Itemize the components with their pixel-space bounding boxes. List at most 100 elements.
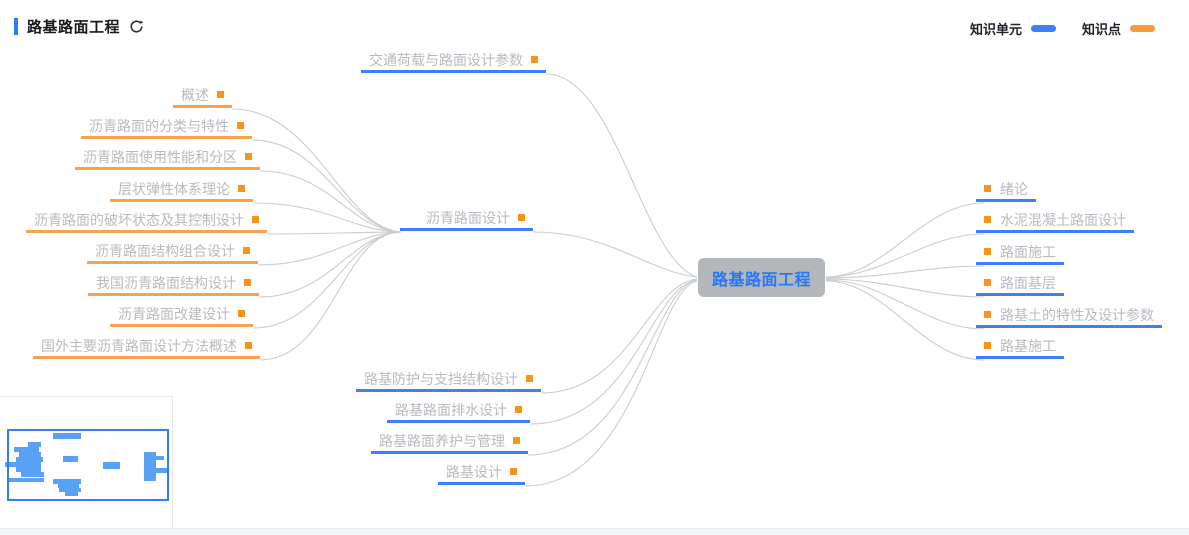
expand-marker-icon[interactable] — [510, 468, 517, 475]
legend-unit-swatch — [1030, 25, 1056, 32]
minimap-bar — [19, 452, 41, 457]
point-node[interactable]: 沥青路面的破坏状态及其控制设计 — [26, 209, 267, 233]
point-node[interactable]: 沥青路面的分类与特性 — [81, 115, 252, 139]
node-label: 交通荷载与路面设计参数 — [369, 51, 523, 68]
expand-marker-icon[interactable] — [984, 279, 991, 286]
minimap-bar — [53, 479, 81, 484]
refresh-icon — [130, 20, 144, 33]
unit-node[interactable]: 路基施工 — [976, 335, 1064, 359]
expand-marker-icon[interactable] — [526, 375, 533, 382]
minimap-bar — [63, 456, 78, 462]
minimap-bar — [144, 460, 156, 464]
minimap-bar — [28, 442, 41, 447]
minimap-bar — [16, 457, 43, 462]
minimap-bar — [5, 462, 41, 467]
unit-node[interactable]: 路面施工 — [976, 241, 1064, 265]
expand-marker-icon[interactable] — [531, 56, 538, 63]
expand-marker-icon[interactable] — [245, 342, 252, 349]
legend-point-swatch — [1130, 25, 1155, 32]
page-title: 路基路面工程 — [27, 19, 121, 36]
refresh-button[interactable] — [129, 19, 144, 34]
node-label: 沥青路面结构组合设计 — [95, 242, 235, 259]
minimap-bar — [65, 492, 78, 496]
node-label: 绪论 — [1000, 180, 1028, 197]
minimap-bar — [144, 456, 164, 460]
point-node[interactable]: 沥青路面改建设计 — [110, 303, 253, 327]
point-node[interactable]: 沥青路面使用性能和分区 — [75, 146, 260, 170]
node-label: 沥青路面设计 — [426, 209, 510, 226]
header-accent-bar — [14, 18, 18, 35]
minimap-bar — [14, 447, 39, 452]
minimap-bar — [16, 467, 41, 472]
node-label: 路基路面排水设计 — [395, 401, 507, 418]
expand-marker-icon[interactable] — [238, 310, 245, 317]
unit-node-traffic[interactable]: 交通荷载与路面设计参数 — [361, 49, 546, 73]
expand-marker-icon[interactable] — [515, 406, 522, 413]
node-label: 层状弹性体系理论 — [118, 180, 230, 197]
minimap-bar — [144, 473, 156, 477]
point-node[interactable]: 国外主要沥青路面设计方法概述 — [33, 335, 260, 359]
node-label: 国外主要沥青路面设计方法概述 — [41, 337, 237, 354]
unit-node[interactable]: 路基设计 — [438, 461, 525, 485]
expand-marker-icon[interactable] — [984, 216, 991, 223]
minimap-bar — [144, 452, 156, 456]
minimap-bar — [144, 477, 156, 481]
minimap-bar — [144, 464, 156, 468]
unit-node[interactable]: 路基路面排水设计 — [387, 399, 530, 423]
expand-marker-icon[interactable] — [984, 342, 991, 349]
expand-marker-icon[interactable] — [244, 279, 251, 286]
node-label: 路面基层 — [1000, 274, 1056, 291]
node-label: 水泥混凝土路面设计 — [1000, 211, 1126, 228]
expand-marker-icon[interactable] — [237, 122, 244, 129]
page-header: 路基路面工程 — [14, 16, 144, 37]
node-label: 我国沥青路面结构设计 — [96, 274, 236, 291]
minimap-bar — [21, 472, 44, 477]
legend-point-label: 知识点 — [1081, 22, 1121, 37]
unit-node[interactable]: 路面基层 — [976, 272, 1064, 296]
node-label: 沥青路面使用性能和分区 — [83, 148, 237, 165]
expand-marker-icon[interactable] — [513, 437, 520, 444]
unit-node[interactable]: 绪论 — [976, 178, 1036, 202]
minimap-viewport[interactable] — [7, 429, 169, 501]
point-node[interactable]: 概述 — [173, 84, 232, 108]
node-label: 路基土的特性及设计参数 — [1000, 306, 1154, 323]
legend-unit-label: 知识单元 — [969, 22, 1022, 37]
node-label: 路基设计 — [446, 463, 502, 480]
legend-unit-item: 知识单元 — [970, 19, 1056, 38]
legend-point-item: 知识点 — [1082, 19, 1155, 38]
expand-marker-icon[interactable] — [238, 185, 245, 192]
expand-marker-icon[interactable] — [243, 247, 250, 254]
point-node[interactable]: 沥青路面结构组合设计 — [87, 240, 258, 264]
minimap-bar — [103, 462, 120, 469]
root-node[interactable]: 路基路面工程 — [698, 258, 825, 297]
unit-node[interactable]: 路基土的特性及设计参数 — [976, 304, 1162, 328]
minimap[interactable] — [0, 396, 173, 529]
minimap-bar — [144, 468, 169, 473]
expand-marker-icon[interactable] — [217, 91, 224, 98]
expand-marker-icon[interactable] — [245, 153, 252, 160]
minimap-bar — [58, 484, 79, 488]
unit-node[interactable]: 路基防护与支挡结构设计 — [356, 368, 541, 392]
unit-node-asphalt-design[interactable]: 沥青路面设计 — [400, 207, 533, 231]
expand-marker-icon[interactable] — [984, 185, 991, 192]
node-label: 路基施工 — [1000, 337, 1056, 354]
expand-marker-icon[interactable] — [984, 311, 991, 318]
legend: 知识单元 知识点 — [970, 19, 1155, 38]
unit-node[interactable]: 路基路面养护与管理 — [371, 430, 528, 454]
expand-marker-icon[interactable] — [252, 216, 259, 223]
minimap-bar — [53, 433, 81, 439]
expand-marker-icon[interactable] — [984, 248, 991, 255]
minimap-bar — [59, 488, 81, 492]
point-node[interactable]: 层状弹性体系理论 — [110, 178, 253, 202]
node-label: 沥青路面改建设计 — [118, 305, 230, 322]
node-label: 路基防护与支挡结构设计 — [364, 370, 518, 387]
point-node[interactable]: 我国沥青路面结构设计 — [88, 272, 259, 296]
node-label: 路基路面养护与管理 — [379, 432, 505, 449]
node-label: 路面施工 — [1000, 243, 1056, 260]
unit-node[interactable]: 水泥混凝土路面设计 — [976, 209, 1134, 233]
node-label: 沥青路面的破坏状态及其控制设计 — [34, 211, 244, 228]
expand-marker-icon[interactable] — [518, 214, 525, 221]
node-label: 概述 — [181, 86, 209, 103]
